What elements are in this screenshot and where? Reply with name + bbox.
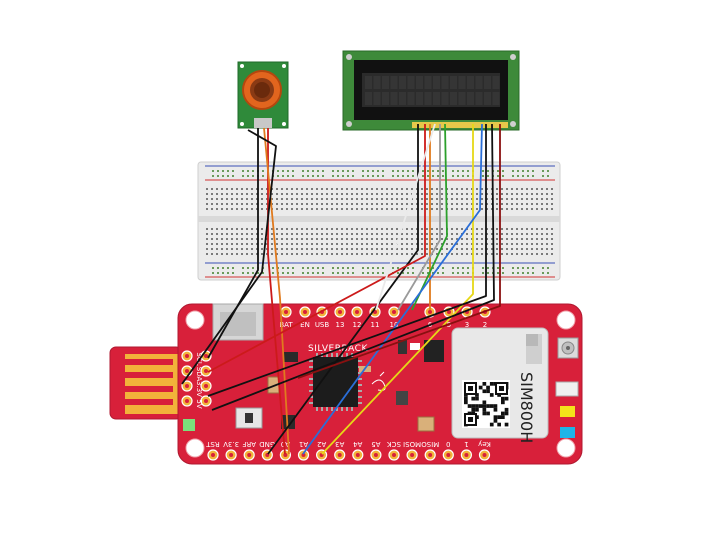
- pin-label: ARF: [242, 440, 256, 448]
- pin-label: BAT: [279, 321, 293, 329]
- gas-sensor-module: [237, 61, 289, 129]
- pin-label: 12: [353, 321, 362, 329]
- pin-label: SDA: [195, 367, 203, 382]
- wire-white-lcd: [375, 123, 436, 311]
- wire-red-lcd: [207, 124, 426, 373]
- pin-label: 3.3V: [223, 440, 239, 448]
- pin-label: A1: [299, 440, 308, 448]
- wire-gray-lcd: [397, 124, 441, 311]
- wire-black-lcd-2: [207, 124, 487, 397]
- wire-blue-lcd: [302, 123, 483, 455]
- wire-black-lcd-3: [211, 123, 495, 411]
- wire-black-sensor: [207, 128, 259, 359]
- pin-label: EN: [300, 321, 310, 329]
- pin-label: USB: [315, 321, 330, 329]
- wire-black-lcd-1: [267, 124, 419, 455]
- pin-label: 5V: [195, 399, 203, 408]
- pin-label: 3.3V: [195, 381, 203, 397]
- wire-black-sensor-2: [181, 129, 277, 385]
- pin-label: A5: [371, 440, 380, 448]
- pin-label: A2: [317, 440, 326, 448]
- pin-label: SCK: [387, 440, 401, 448]
- pin-label: 11: [371, 321, 380, 329]
- pin-label: GND: [259, 440, 275, 448]
- pin-label: 10: [390, 321, 399, 329]
- pin-label: 13: [336, 321, 345, 329]
- breadboard: [197, 161, 561, 281]
- pin-label: MOSI: [403, 440, 421, 448]
- pin-label: A4: [353, 440, 363, 448]
- pin-label: MISO: [421, 440, 440, 448]
- pin-label: Key: [478, 440, 491, 448]
- gsm-module-label: SIM800H: [517, 372, 536, 443]
- lcd-display-module: [342, 50, 520, 131]
- wire-darkred-lcd: [297, 124, 501, 379]
- pin-label: RST: [205, 440, 219, 448]
- pin-label: A3: [335, 440, 344, 448]
- qr-code-icon: [462, 380, 510, 428]
- wire-green-lcd: [411, 123, 448, 311]
- gsm-module: SIM800H: [451, 327, 549, 443]
- pin-label: 0: [446, 440, 450, 448]
- pin-label: 3: [465, 321, 469, 329]
- wire-yellow-lcd: [321, 124, 474, 455]
- pin-label: 1: [464, 440, 468, 448]
- pin-label: 2: [483, 321, 487, 329]
- pin-label: A0: [281, 440, 290, 448]
- wires: [181, 123, 501, 455]
- wire-orange-sensor: [263, 127, 290, 455]
